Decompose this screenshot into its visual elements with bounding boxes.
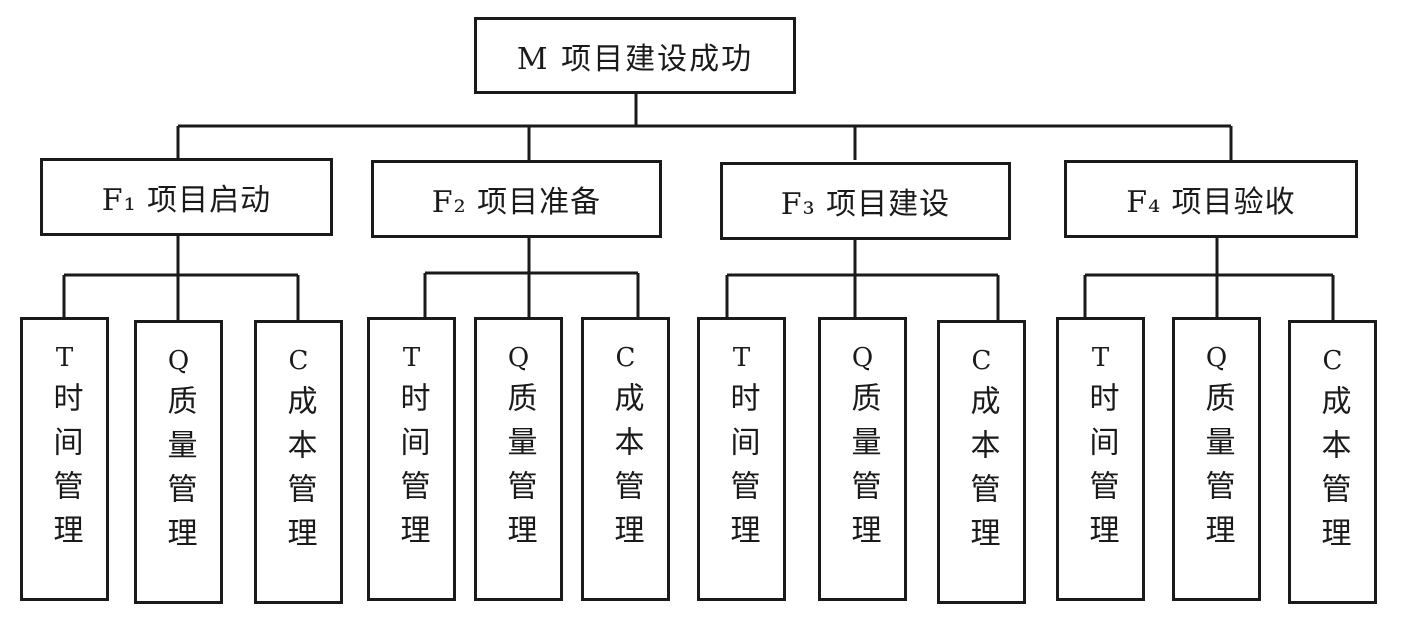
leaf-name: 质量管理: [161, 385, 197, 561]
leaf-code: C: [971, 346, 992, 376]
leaf-f2-quality: Q 质量管理: [474, 317, 563, 601]
leaf-f1-time: T 时间管理: [20, 317, 109, 601]
phase-label: F₃ 项目建设: [780, 187, 951, 222]
leaf-f3-quality: Q 质量管理: [818, 317, 907, 601]
leaf-code: Q: [851, 343, 874, 373]
leaf-name: 质量管理: [501, 382, 537, 558]
leaf-code: T: [1091, 343, 1110, 373]
leaf-name: 时间管理: [1083, 382, 1119, 558]
leaf-code: C: [1322, 346, 1343, 376]
phase-node-f4: F₄ 项目验收: [1064, 160, 1358, 238]
phase-node-f1: F₁ 项目启动: [40, 158, 333, 236]
leaf-f3-time: T 时间管理: [697, 317, 786, 601]
leaf-name: 时间管理: [394, 382, 430, 558]
leaf-f1-cost: C 成本管理: [254, 320, 343, 604]
leaf-name: 成本管理: [1315, 385, 1351, 561]
leaf-code: T: [732, 343, 751, 373]
leaf-f4-cost: C 成本管理: [1288, 320, 1377, 604]
leaf-code: T: [402, 343, 421, 373]
leaf-f1-quality: Q 质量管理: [134, 320, 223, 604]
leaf-name: 时间管理: [47, 382, 83, 558]
leaf-name: 成本管理: [281, 385, 317, 561]
leaf-code: C: [288, 346, 309, 376]
leaf-name: 时间管理: [724, 382, 760, 558]
leaf-f4-time: T 时间管理: [1056, 317, 1145, 601]
leaf-code: T: [55, 343, 74, 373]
phase-label: F₁ 项目启动: [101, 183, 272, 218]
leaf-name: 质量管理: [845, 382, 881, 558]
root-label: M 项目建设成功: [516, 41, 754, 77]
phase-label: F₂ 项目准备: [431, 185, 602, 220]
leaf-f4-quality: Q 质量管理: [1172, 317, 1261, 601]
leaf-name: 质量管理: [1199, 382, 1235, 558]
leaf-f2-time: T 时间管理: [367, 317, 456, 601]
root-node: M 项目建设成功: [474, 17, 796, 94]
leaf-code: Q: [1205, 343, 1228, 373]
leaf-name: 成本管理: [964, 385, 1000, 561]
phase-node-f3: F₃ 项目建设: [720, 162, 1011, 240]
phase-label: F₄ 项目验收: [1126, 185, 1296, 220]
phase-node-f2: F₂ 项目准备: [371, 160, 662, 238]
leaf-name: 成本管理: [608, 382, 644, 558]
leaf-code: Q: [507, 343, 530, 373]
leaf-code: C: [615, 343, 636, 373]
leaf-f2-cost: C 成本管理: [581, 317, 670, 601]
leaf-f3-cost: C 成本管理: [937, 320, 1026, 604]
leaf-code: Q: [167, 346, 190, 376]
